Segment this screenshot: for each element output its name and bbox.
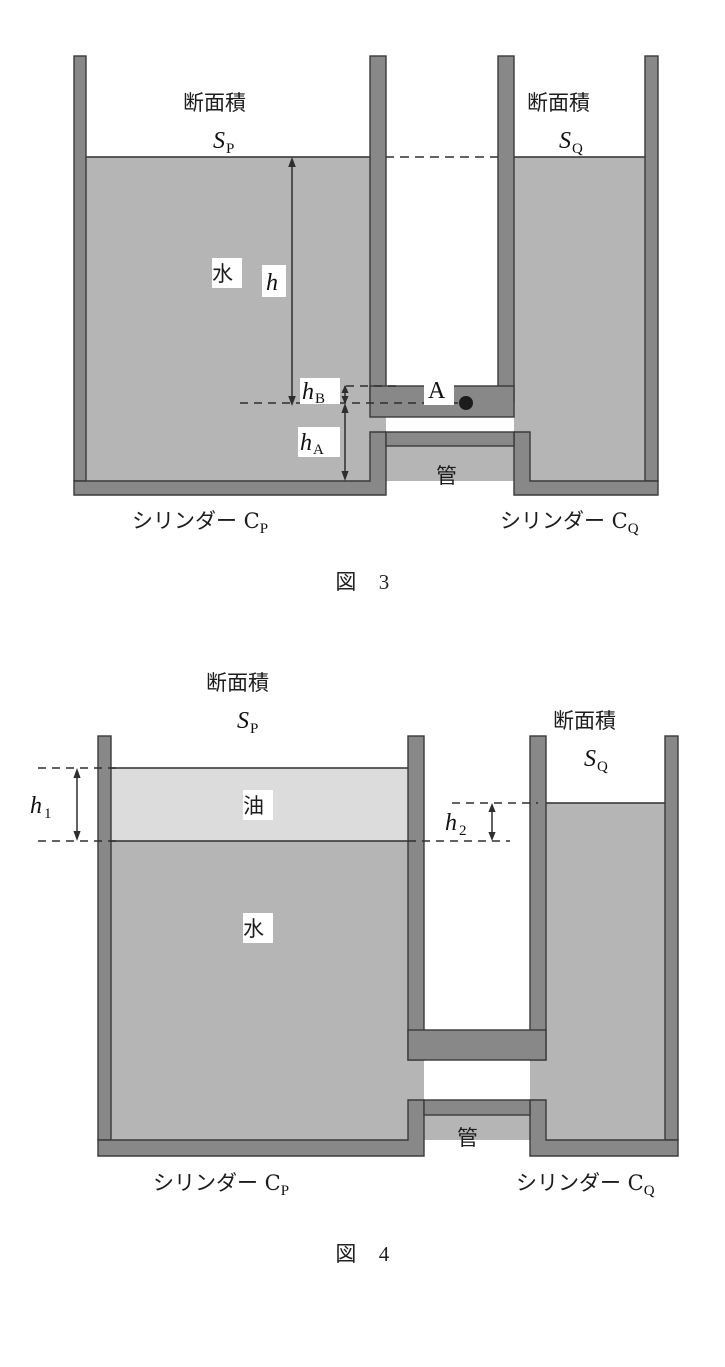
- svg-text:シリンダー CQ: シリンダー CQ: [516, 1171, 655, 1199]
- svg-text:シリンダー CP: シリンダー CP: [153, 1171, 289, 1199]
- figure4-cylinder-right-caption: シリンダー CQ: [516, 1171, 655, 1199]
- figure4-area-left: 断面積 SP: [206, 671, 269, 737]
- figure4-label-sq-symbol: S: [584, 746, 596, 772]
- svg-text:シリンダー CP: シリンダー CP: [132, 509, 268, 537]
- figure4-label-h1-symbol: h: [30, 793, 42, 819]
- figure4-label-sq-subscript: Q: [597, 759, 608, 775]
- figure3-center-left-wall: [369, 55, 387, 402]
- figure3-label-point-a: A: [428, 378, 446, 404]
- figure3-left-outer-wall: [73, 55, 87, 482]
- figure4-label-water: 水: [243, 917, 264, 941]
- figure4-cylinder-right-subscript: Q: [644, 1183, 655, 1199]
- figure3-cylinder-left-text: シリンダー C: [132, 509, 260, 533]
- figure3-center-right-wall: [497, 55, 515, 402]
- figure3-cylinder-right-caption: シリンダー CQ: [500, 509, 639, 537]
- figure-3-caption-number: 3: [378, 570, 390, 594]
- figure3-label-ha-group: hA: [300, 430, 324, 458]
- figure4-cylinder-left-text: シリンダー C: [153, 1171, 281, 1195]
- figure3-label-area-left: 断面積: [183, 91, 246, 115]
- figure4-water-fill: [110, 803, 665, 1140]
- figure4-pipe-ceiling: [423, 1099, 531, 1116]
- figure3-point-a-dot: [459, 396, 473, 410]
- figure3-pipe-ceiling: [385, 431, 515, 447]
- figure3-label-ha-symbol: h: [300, 430, 312, 456]
- figure3-area-right: 断面積 SQ: [527, 91, 590, 157]
- figure3-label-hb-group: hB: [302, 379, 325, 407]
- figure3-cylinder-right-text: シリンダー C: [500, 509, 628, 533]
- figure4-cylinder-right-text: シリンダー C: [516, 1171, 644, 1195]
- figure3-label-area-right: 断面積: [527, 91, 590, 115]
- figure3-cylinder-right-subscript: Q: [628, 521, 639, 537]
- figure4-area-right: 断面積 SQ: [553, 709, 616, 775]
- figure-3: h hB hA A: [0, 0, 725, 620]
- figure-4-caption-number: 4: [378, 1242, 390, 1266]
- figure3-label-water: 水: [212, 262, 233, 286]
- figure4-label-area-left: 断面積: [206, 671, 269, 695]
- figure3-cylinder-left-caption: シリンダー CP: [132, 509, 268, 537]
- figure3-label-sp-symbol: S: [213, 128, 225, 154]
- figure4-label-h1-subscript: 1: [44, 806, 52, 822]
- svg-text:シリンダー CQ: シリンダー CQ: [500, 509, 639, 537]
- figure4-water-label: 水: [243, 913, 273, 943]
- figure3-label-sp-subscript: P: [226, 141, 234, 157]
- figure-4-caption-label: 図: [335, 1242, 357, 1266]
- figure-3-caption-label: 図: [335, 570, 357, 594]
- figure4-cylinder-left-subscript: P: [281, 1183, 289, 1199]
- figure4-center-left-wall: [407, 735, 425, 1061]
- figure3-label-hb-subscript: B: [315, 391, 325, 407]
- figure4-right-outer-wall: [664, 735, 679, 1141]
- figure3-label-sp-group: SP: [213, 128, 234, 157]
- figure3-point-a: A: [424, 375, 473, 410]
- figure3-water-fill: [86, 157, 645, 481]
- figure4-label-pipe: 管: [457, 1126, 478, 1150]
- figure4-label-sp-symbol: S: [237, 708, 249, 734]
- figure4-label-sp-subscript: P: [250, 721, 258, 737]
- figure4-oil-label: 油: [243, 790, 273, 820]
- figure3-label-sq-group: SQ: [559, 128, 583, 157]
- figure4-label-oil: 油: [243, 794, 264, 818]
- figure4-label-area-right: 断面積: [553, 709, 616, 733]
- figure3-label-hb-symbol: h: [302, 379, 314, 405]
- figure3-label-ha-subscript: A: [313, 442, 324, 458]
- figure3-water-label: 水: [212, 258, 242, 288]
- figure3-label-sq-subscript: Q: [572, 141, 583, 157]
- figure4-cylinder-left-caption: シリンダー CP: [153, 1171, 289, 1199]
- figure3-area-left: 断面積 SP: [183, 91, 246, 157]
- figure4-left-outer-wall: [97, 735, 112, 1141]
- figure3-label-sq-symbol: S: [559, 128, 571, 154]
- figure4-center-bottom-wall: [407, 1029, 547, 1061]
- figure4-label-sq-group: SQ: [584, 746, 608, 775]
- figure3-dimension-h: h: [262, 157, 296, 406]
- figure3-right-outer-wall: [644, 55, 659, 482]
- figure3-cylinder-left-subscript: P: [260, 521, 268, 537]
- figure3-vessel-walls: [73, 55, 659, 496]
- figure3-dimension-hb: hB: [300, 378, 349, 407]
- figure4-label-h2-symbol: h: [445, 810, 457, 836]
- figure4-label-sp-group: SP: [237, 708, 258, 737]
- figure3-label-h: h: [266, 270, 278, 296]
- figure-3-drawing: h hB hA A: [73, 55, 659, 537]
- figure4-vessel-walls: [97, 735, 679, 1157]
- figure3-label-pipe: 管: [436, 464, 457, 488]
- figure4-label-h2-subscript: 2: [459, 823, 467, 839]
- figure4-center-right-wall: [529, 735, 547, 1061]
- figure3-dimension-ha: hA: [298, 403, 349, 481]
